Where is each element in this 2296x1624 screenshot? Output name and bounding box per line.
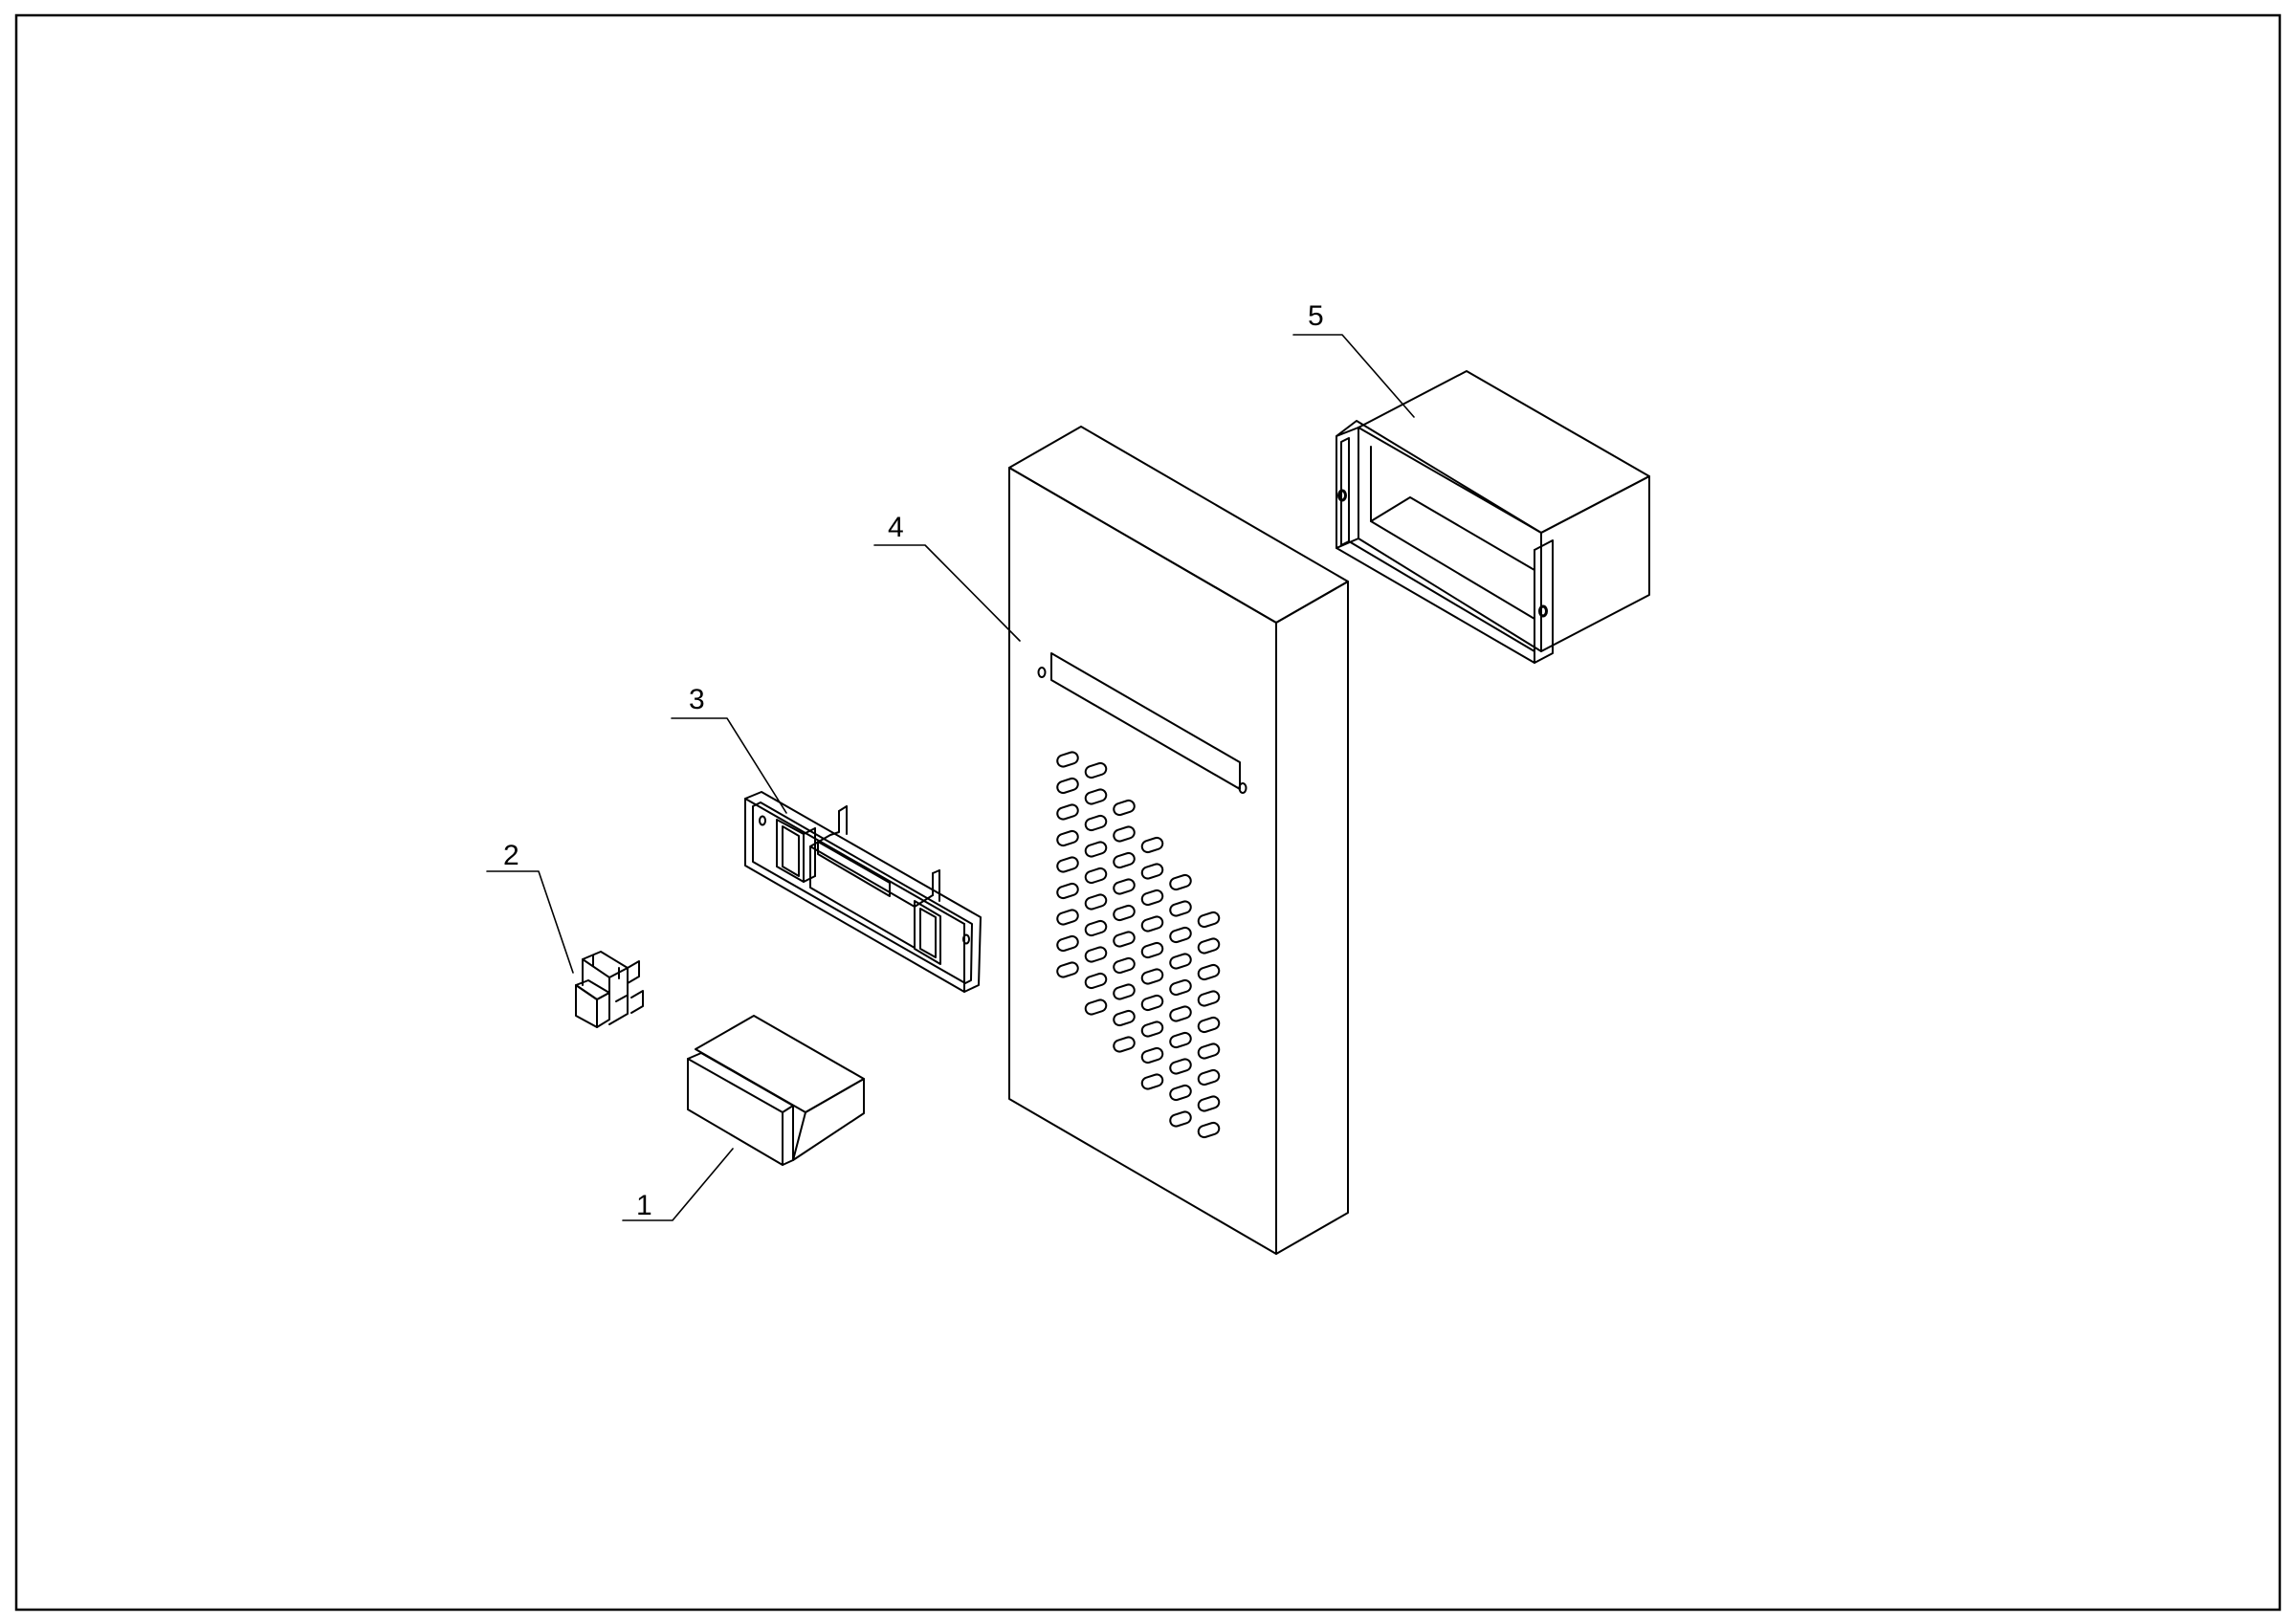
vent-slot — [1084, 761, 1108, 779]
callout-label-2: 2 — [503, 840, 519, 871]
vent-slot — [1197, 1016, 1221, 1034]
vent-slot — [1113, 1009, 1136, 1027]
vent-slot — [1056, 856, 1079, 873]
vent-slot — [1113, 983, 1136, 1000]
vent-slot — [1084, 999, 1108, 1016]
vent-slot — [1169, 900, 1192, 917]
vent-slot — [1197, 1095, 1221, 1112]
vent-slot — [1084, 788, 1108, 805]
vent-slot — [1056, 803, 1079, 821]
leader-lines — [486, 334, 1415, 1221]
vent-slot — [1113, 956, 1136, 975]
vent-slot — [1140, 941, 1164, 959]
vent-slot — [1113, 904, 1136, 922]
vent-slot — [1113, 851, 1136, 869]
vent-slot — [1113, 1036, 1136, 1053]
vent-slot — [1169, 1031, 1192, 1049]
part-5-housing — [1336, 370, 1650, 664]
vent-slot — [1056, 882, 1079, 900]
vent-slot — [1084, 919, 1108, 937]
drawing-border — [14, 13, 2282, 1612]
vent-slot — [1169, 1084, 1192, 1102]
vent-slot — [1113, 931, 1136, 948]
vent-slot — [1140, 915, 1164, 933]
vent-slot — [1140, 836, 1164, 854]
vent-slot — [1084, 814, 1108, 832]
vent-slot — [1113, 799, 1136, 817]
vent-slot — [1197, 1121, 1221, 1139]
vent-slot — [1169, 1058, 1192, 1075]
vent-slot — [1084, 946, 1108, 963]
vent-slot — [1140, 968, 1164, 985]
vent-slot — [1056, 961, 1079, 978]
vent-slot — [1140, 863, 1164, 880]
vent-slot — [1113, 878, 1136, 895]
callout-label-3: 3 — [689, 684, 705, 715]
vent-slot — [1140, 889, 1164, 907]
vent-slot — [1169, 953, 1192, 970]
vent-slot — [1140, 1020, 1164, 1038]
vent-slot — [1197, 990, 1221, 1007]
vent-slot — [1056, 934, 1079, 953]
vent-slot — [1140, 1073, 1164, 1090]
part-3-bezel — [744, 791, 982, 993]
display-window — [1050, 652, 1241, 790]
vent-slot — [1169, 873, 1192, 891]
vent-slot — [1084, 893, 1108, 911]
vent-slot — [1084, 841, 1108, 858]
vent-slot — [1197, 1042, 1221, 1060]
vent-slot — [1140, 1046, 1164, 1064]
callout-label-5: 5 — [1308, 300, 1324, 332]
vent-slot — [1113, 825, 1136, 843]
vent-slot — [1169, 926, 1192, 944]
callout-label-4: 4 — [888, 512, 904, 543]
part-1-controller — [687, 1015, 865, 1166]
vent-slots — [1056, 751, 1221, 1139]
vent-slot — [1056, 909, 1079, 926]
vent-slot — [1056, 829, 1079, 847]
vent-slot — [1084, 972, 1108, 990]
vent-slot — [1197, 911, 1221, 929]
vent-slot — [1056, 777, 1079, 795]
part-2-switch — [575, 951, 644, 1028]
callout-labels: 1 2 3 4 5 — [503, 300, 1324, 1221]
vent-slot — [1169, 1005, 1192, 1022]
vent-slot — [1140, 994, 1164, 1012]
callout-label-1: 1 — [636, 1190, 652, 1221]
vent-slot — [1084, 867, 1108, 885]
vent-slot — [1169, 978, 1192, 997]
vent-slot — [1169, 1110, 1192, 1128]
part-4-panel — [1008, 426, 1349, 1255]
vent-slot — [1197, 963, 1221, 981]
vent-slot — [1197, 937, 1221, 955]
vent-slot — [1056, 751, 1079, 768]
vent-slot — [1197, 1068, 1221, 1086]
